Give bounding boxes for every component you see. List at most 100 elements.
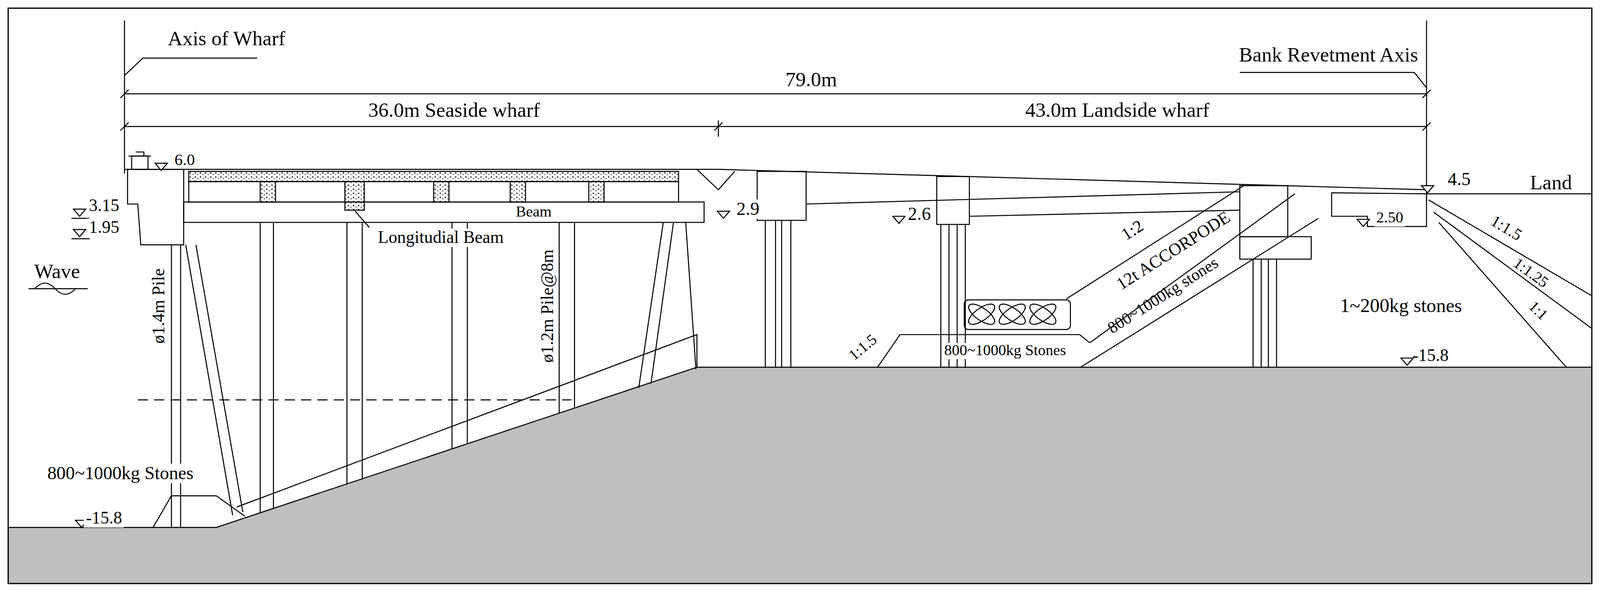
dimension-lines <box>120 89 1431 131</box>
dimension-lines <box>120 89 1431 137</box>
land-slopes <box>1426 193 1593 368</box>
dimension-label: 79.0m <box>783 68 840 91</box>
landside-deck <box>757 171 807 221</box>
seaside-deck <box>124 168 719 170</box>
dimension-label: 43.0m Landside wharf <box>1023 99 1212 121</box>
landside-piles <box>765 220 791 368</box>
material-label: 1~200kg stones <box>1340 295 1463 317</box>
seaside-piles <box>137 399 572 401</box>
elevation-markers <box>717 211 730 219</box>
elevation-markers <box>1357 219 1370 227</box>
slope-protection <box>152 334 697 528</box>
pile-label: ø1.2m Pile@8m <box>538 247 557 365</box>
landside-deck <box>936 176 970 225</box>
landside-deck <box>969 210 1240 217</box>
seaside-piles <box>452 222 468 450</box>
seaside-piles <box>559 222 575 414</box>
material-label: 800~1000kg Stones <box>942 343 1068 360</box>
area-label: Land <box>1530 171 1572 194</box>
elevation-label: 1.95 <box>86 218 122 237</box>
elevation-markers <box>892 216 905 224</box>
revetment <box>996 300 1029 329</box>
seaside-piles <box>137 222 696 528</box>
seaside-deck <box>188 181 679 203</box>
dimension-label: 36.0m Seaside wharf <box>366 99 543 121</box>
part-label: Beam <box>513 204 554 220</box>
seaside-deck <box>131 156 148 170</box>
elevation-label: 2.50 <box>1374 210 1406 227</box>
elevation-label: 2.9 <box>734 199 762 219</box>
landside-piles <box>1253 259 1277 368</box>
seaside-deck <box>127 169 184 245</box>
seaside-deck <box>344 181 365 211</box>
wave-label: Wave <box>34 260 81 282</box>
revetment <box>1026 300 1060 329</box>
axis-lines <box>1239 72 1427 88</box>
revetment <box>877 334 1091 368</box>
slope-ratio: 1:2 <box>1118 217 1148 245</box>
revetment <box>1026 300 1060 329</box>
seaside-deck <box>188 171 679 182</box>
land-slopes <box>1426 193 1593 195</box>
seaside-deck <box>433 181 450 203</box>
landside-deck <box>1331 192 1427 227</box>
seaside-deck <box>588 181 605 203</box>
revetment <box>996 300 1029 329</box>
seaside-deck <box>697 169 735 190</box>
dimension-lines <box>124 126 1427 127</box>
revetment <box>877 185 1319 368</box>
seabed <box>7 367 1592 584</box>
seaside-deck <box>128 152 152 157</box>
seaside-piles <box>685 222 696 370</box>
seaside-piles <box>638 222 674 388</box>
elevation-label: -15.8 <box>1412 346 1449 365</box>
seaside-piles <box>346 222 363 485</box>
slope-protection <box>152 496 245 528</box>
land-slopes <box>1428 199 1593 296</box>
revetment <box>964 299 1071 330</box>
seaside-deck <box>183 201 704 223</box>
part-label: Longitudial Beam <box>375 228 506 247</box>
revetment <box>965 300 998 329</box>
elevation-label: 4.5 <box>1447 170 1471 190</box>
wave-symbol <box>28 288 88 290</box>
axis-lines <box>1426 20 1427 203</box>
dimension-lines <box>124 93 1427 95</box>
landside-deck <box>1239 236 1311 260</box>
dimension-lines <box>717 120 719 137</box>
axis-label: Bank Revetment Axis <box>1238 44 1419 66</box>
landside-deck <box>718 169 1427 259</box>
revetment <box>965 300 998 329</box>
elevation-markers <box>71 163 1434 528</box>
elevation-markers <box>1421 185 1434 193</box>
frame <box>7 7 1592 584</box>
axis-lines <box>124 20 125 174</box>
slope-protection <box>236 334 697 508</box>
material-label: 800~1000kg Stones <box>45 463 196 484</box>
landside-deck <box>806 191 1240 205</box>
axis-label: Axis of Wharf <box>167 28 285 50</box>
elevation-label: 2.6 <box>905 204 934 224</box>
elevation-label: -15.8 <box>83 509 125 528</box>
elevation-label: 6.0 <box>174 151 195 169</box>
seaside-deck <box>260 181 276 203</box>
seaside-deck <box>510 181 526 203</box>
elevation-markers <box>155 163 168 171</box>
seaside-piles <box>260 222 274 514</box>
seaside-piles <box>171 245 181 528</box>
landside-deck <box>718 169 1427 190</box>
land-slopes <box>1438 222 1567 368</box>
wave-symbol <box>34 283 76 295</box>
seabed <box>7 367 1592 584</box>
revetment <box>1089 193 1295 344</box>
wave-symbol <box>28 283 88 295</box>
elevation-label: 3.15 <box>86 196 122 215</box>
slope-ratio: 1:1.5 <box>844 330 882 366</box>
axis-lines <box>124 20 1427 203</box>
slope-ratio: 1:1.5 <box>1487 212 1526 245</box>
slope-ratio: 1:1 <box>1525 298 1551 324</box>
axis-lines <box>124 58 258 76</box>
elevation-markers <box>1400 358 1414 366</box>
pile-label: ø1.4m Pile <box>149 266 169 346</box>
